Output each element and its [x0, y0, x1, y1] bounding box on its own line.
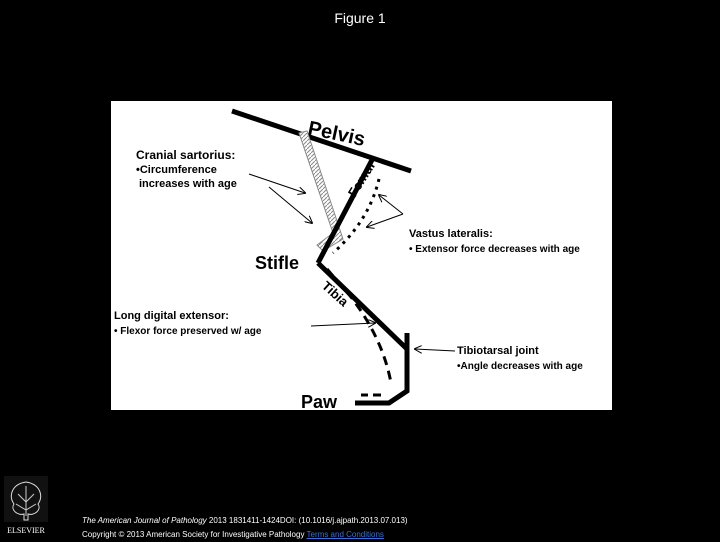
vastus-lateralis-muscle: [332, 178, 381, 255]
paw-label: Paw: [301, 392, 338, 410]
femur-label: Femur: [345, 158, 379, 200]
terms-link[interactable]: Terms and Conditions: [306, 530, 384, 539]
arrow-to-vastus-lower: [367, 213, 404, 227]
arrow-to-sartorius-upper: [248, 173, 305, 193]
leg-diagram: Pelvis Femur Stifle Tibia Paw Cranial sa…: [114, 108, 583, 410]
tibiotarsal-line1: •Angle decreases with age: [457, 361, 583, 372]
elsevier-wordmark: ELSEVIER: [7, 526, 45, 535]
paw-bone: [355, 333, 410, 406]
cranial-sartorius-title: Cranial sartorius:: [136, 148, 235, 162]
tree-icon: ELSEVIER: [4, 476, 48, 535]
vastus-lateralis-line1: • Extensor force decreases with age: [409, 244, 580, 255]
citation-details: 2013 1831411-1424DOI: (10.1016/j.ajpath.…: [206, 516, 408, 525]
citation-block: The American Journal of Pathology 2013 1…: [82, 514, 408, 542]
arrow-to-long-digital: [310, 323, 375, 326]
tibiotarsal-title: Tibiotarsal joint: [457, 345, 539, 357]
arrow-to-tibiotarsal: [415, 349, 456, 351]
arrow-to-sartorius-lower: [268, 186, 312, 223]
stifle-label: Stifle: [255, 253, 299, 273]
figure-panel: Pelvis Femur Stifle Tibia Paw Cranial sa…: [111, 101, 612, 410]
tibia-bone: [316, 261, 409, 351]
long-digital-extensor-muscle: [325, 268, 393, 384]
cranial-sartorius-line2: increases with age: [139, 178, 237, 190]
long-digital-extensor-title: Long digital extensor:: [114, 310, 229, 322]
femur-bone: [315, 156, 376, 265]
pelvis-bone: [231, 108, 412, 174]
figure-title: Figure 1: [334, 10, 386, 26]
cranial-sartorius-line1: •Circumference: [136, 164, 217, 176]
journal-name: The American Journal of Pathology: [82, 516, 207, 525]
copyright-text: Copyright © 2013 American Society for In…: [82, 530, 305, 539]
arrow-to-vastus-upper: [379, 195, 404, 215]
vastus-lateralis-title: Vastus lateralis:: [409, 228, 493, 240]
tibia-label: Tibia: [319, 278, 352, 310]
long-digital-extensor-line1: • Flexor force preserved w/ age: [114, 326, 262, 337]
citation-line: The American Journal of Pathology 2013 1…: [82, 514, 408, 528]
copyright-line: Copyright © 2013 American Society for In…: [82, 528, 408, 542]
elsevier-logo: ELSEVIER: [4, 476, 48, 536]
